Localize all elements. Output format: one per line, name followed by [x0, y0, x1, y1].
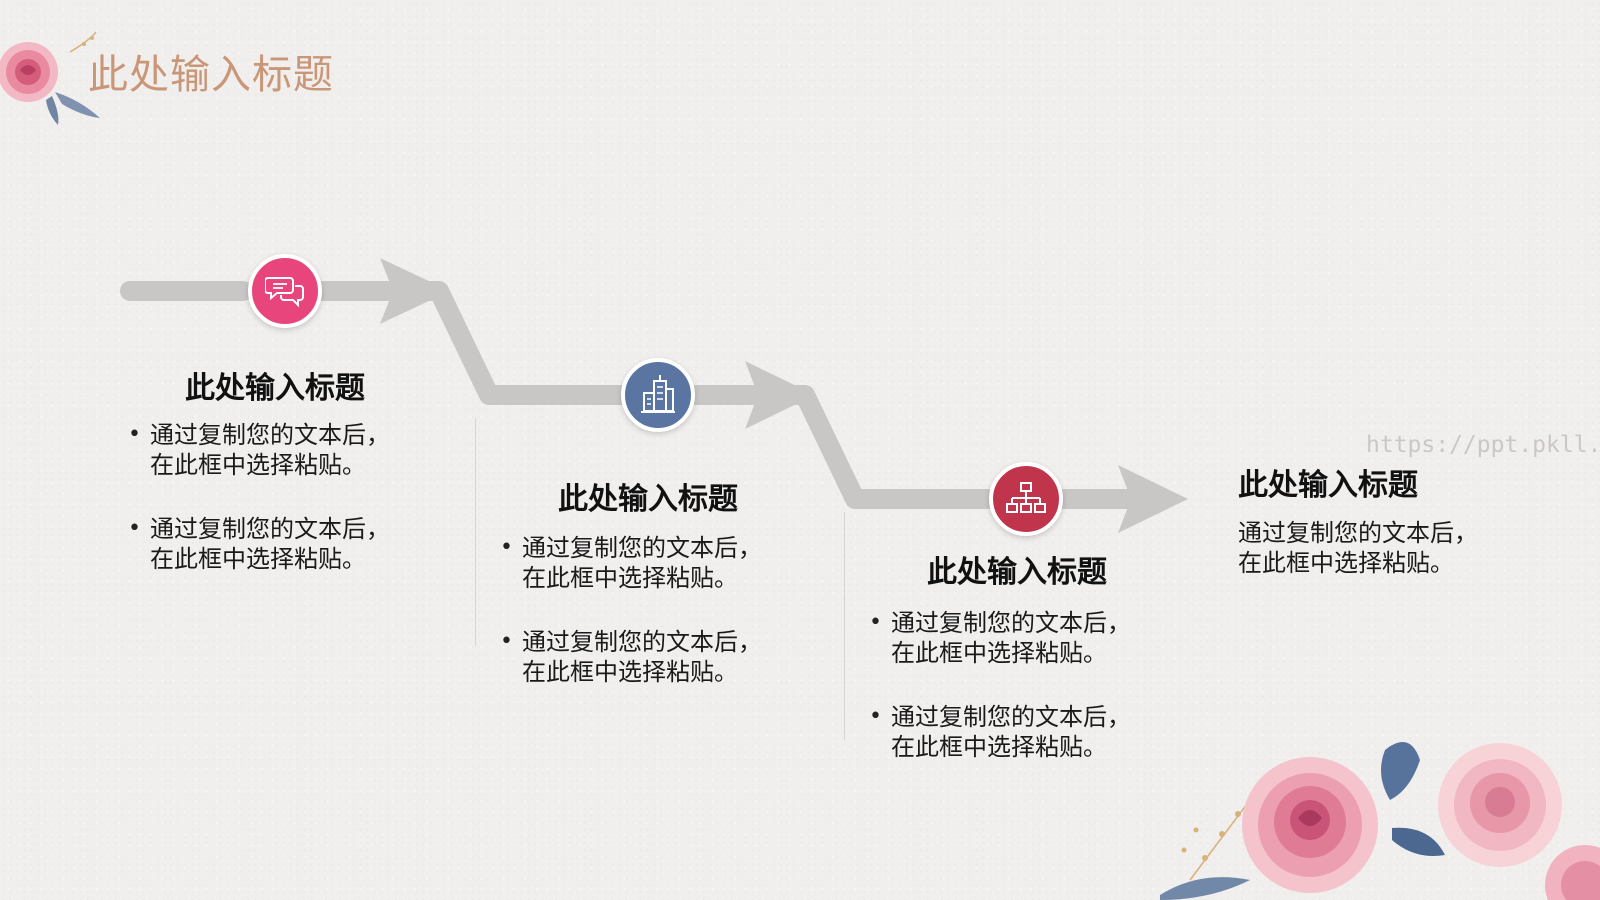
- list-item: 通过复制您的文本后， 在此框中选择粘贴。: [500, 533, 762, 593]
- bullet-line: 通过复制您的文本后，: [522, 628, 762, 656]
- org-chart-icon: [1006, 482, 1046, 513]
- list-item: 通过复制您的文本后， 在此框中选择粘贴。: [869, 608, 1131, 668]
- text-line: 在此框中选择粘贴。: [1238, 549, 1454, 577]
- bullet-line: 在此框中选择粘贴。: [150, 545, 366, 573]
- chat-bubbles-icon: [265, 277, 304, 308]
- list-item: 通过复制您的文本后， 在此框中选择粘贴。: [128, 420, 390, 480]
- step-4-title: 此处输入标题: [1238, 468, 1418, 503]
- step-1-icon-circle: [248, 254, 322, 328]
- step-1-bullets: 通过复制您的文本后， 在此框中选择粘贴。 通过复制您的文本后， 在此框中选择粘贴…: [128, 420, 390, 608]
- bullet-line: 在此框中选择粘贴。: [891, 639, 1107, 667]
- step-2-title: 此处输入标题: [558, 482, 738, 517]
- slide-title: 此处输入标题: [88, 52, 334, 98]
- rose-decoration-bottom-right: [1160, 742, 1600, 900]
- bullet-line: 在此框中选择粘贴。: [150, 451, 366, 479]
- step-3-bullets: 通过复制您的文本后， 在此框中选择粘贴。 通过复制您的文本后， 在此框中选择粘贴…: [869, 608, 1131, 796]
- list-item: 通过复制您的文本后， 在此框中选择粘贴。: [869, 702, 1131, 762]
- divider-1: [475, 418, 476, 646]
- bullet-line: 通过复制您的文本后，: [150, 421, 390, 449]
- step-3-icon-circle: [989, 462, 1063, 536]
- bullet-line: 通过复制您的文本后，: [150, 515, 390, 543]
- bullet-line: 通过复制您的文本后，: [891, 609, 1131, 637]
- list-item: 通过复制您的文本后， 在此框中选择粘贴。: [500, 627, 762, 687]
- bullet-line: 在此框中选择粘贴。: [522, 564, 738, 592]
- text-line: 通过复制您的文本后，: [1238, 519, 1478, 547]
- step-4-text: 通过复制您的文本后， 在此框中选择粘贴。: [1238, 518, 1478, 578]
- bullet-line: 在此框中选择粘贴。: [891, 733, 1107, 761]
- step-1-title: 此处输入标题: [185, 371, 365, 406]
- watermark: https://ppt.pkll.de: [1366, 432, 1600, 458]
- step-2-icon-circle: [621, 358, 695, 432]
- divider-2: [844, 512, 845, 740]
- building-icon: [641, 375, 675, 413]
- bullet-line: 通过复制您的文本后，: [522, 534, 762, 562]
- bullet-line: 通过复制您的文本后，: [891, 703, 1131, 731]
- list-item: 通过复制您的文本后， 在此框中选择粘贴。: [128, 514, 390, 574]
- rose-decoration-top-left: [0, 31, 100, 125]
- step-3-title: 此处输入标题: [927, 555, 1107, 590]
- bullet-line: 在此框中选择粘贴。: [522, 658, 738, 686]
- step-2-bullets: 通过复制您的文本后， 在此框中选择粘贴。 通过复制您的文本后， 在此框中选择粘贴…: [500, 533, 762, 721]
